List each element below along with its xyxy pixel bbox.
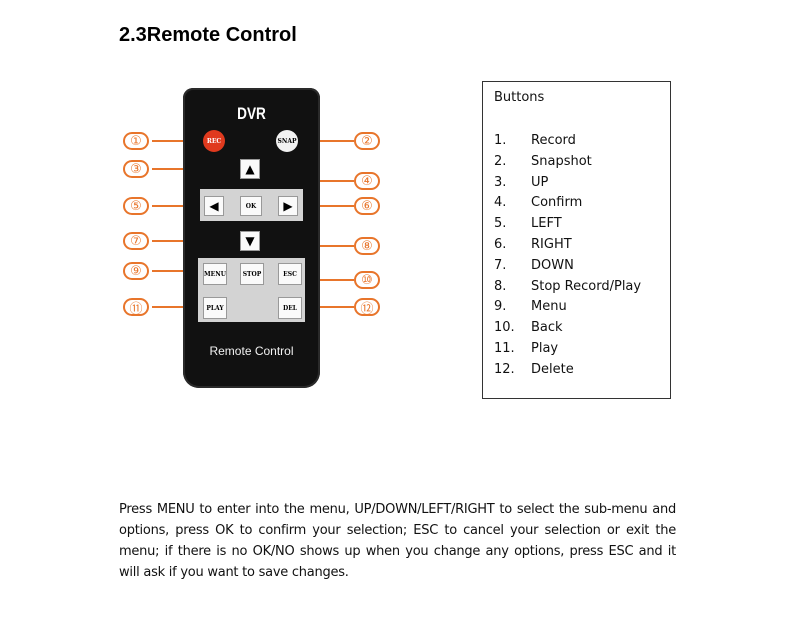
legend-item-label: Stop Record/Play [531,278,642,294]
legend-item-number: 6. [494,236,507,252]
menu-button[interactable]: MENU [203,263,227,285]
legend-item-number: 1. [494,133,507,148]
right-arrow-button[interactable]: ▶ [278,196,298,216]
legend-item-label: Snapshot [531,153,592,169]
legend-item-number: 8. [494,278,507,294]
remote-control-body: DVR REC SNAP ▲ ◀ OK ▶ ▼ MENU STOP ESC PL… [183,88,320,388]
legend-item-label: Record [531,133,576,148]
left-arrow-button[interactable]: ◀ [204,196,224,216]
legend-item-number: 5. [494,216,507,232]
legend-item-number: 9. [494,299,507,315]
callout-2: ② [354,132,380,150]
legend-item: 5. LEFT [494,214,641,235]
up-arrow-button[interactable]: ▲ [240,159,260,179]
legend-item-label: Play [531,340,559,356]
legend-item: 7. DOWN [494,256,641,277]
legend-item-number: 4. [494,195,507,211]
callout-6: ⑥ [354,197,380,215]
legend-item-label: Delete [531,361,574,377]
section-heading: 2.3Remote Control [119,24,297,46]
legend-item-label: Back [531,320,563,336]
callout-11: ⑪ [123,298,149,317]
legend-item-number: 2. [494,153,507,169]
callout-7: ⑦ [123,232,149,250]
left-arrow-icon: ◀ [209,199,219,213]
remote-brand-label: DVR [237,104,266,123]
legend-item: 11. Play [494,339,641,360]
legend-item: 6. RIGHT [494,235,641,256]
snap-button[interactable]: SNAP [276,130,298,152]
callout-1: ① [123,132,149,150]
legend-item-label: RIGHT [531,236,572,252]
legend-item: 1. Record [494,131,641,152]
legend-item-number: 3. [494,174,507,190]
legend-item-label: Menu [531,299,567,315]
legend-list: 1. Record 2. Snapshot 3. UP 4. Confirm 5. LEF… [494,131,641,381]
up-arrow-icon: ▲ [245,162,255,176]
legend-item-number: 11. [494,340,515,356]
legend-item-label: LEFT [531,216,562,232]
down-arrow-icon: ▼ [245,234,255,248]
callout-8: ⑧ [354,237,380,255]
legend-item: 12. Delete [494,360,641,381]
play-button[interactable]: PLAY [203,297,227,319]
del-button[interactable]: DEL [278,297,302,319]
ok-button[interactable]: OK [240,196,262,216]
legend-title: Buttons [494,90,545,105]
right-arrow-icon: ▶ [283,199,293,213]
remote-caption: Remote Control [209,344,294,358]
legend-item-number: 7. [494,257,507,273]
callout-4: ④ [354,172,380,190]
legend-item-label: Confirm [531,195,583,211]
rec-button[interactable]: REC [203,130,225,152]
legend-item: 3. UP [494,173,641,194]
callout-12: ⑫ [354,298,380,317]
down-arrow-button[interactable]: ▼ [240,231,260,251]
esc-button[interactable]: ESC [278,263,302,285]
instructions-paragraph: Press MENU to enter into the menu, UP/DO… [119,502,676,580]
callout-9: ⑨ [123,262,149,280]
legend-item: 10. Back [494,318,641,339]
buttons-legend-box: Buttons 1. Record 2. Snapshot 3. UP 4. Confi… [482,81,671,399]
legend-item: 9. Menu [494,297,641,318]
legend-item: 2. Snapshot [494,152,641,173]
stop-button[interactable]: STOP [240,263,264,285]
callout-5: ⑤ [123,197,149,215]
legend-item: 8. Stop Record/Play [494,277,641,298]
legend-item-number: 12. [494,361,515,377]
callout-3: ③ [123,160,149,178]
legend-item-label: UP [531,174,549,190]
callout-10: ⑩ [354,271,380,289]
legend-item: 4. Confirm [494,193,641,214]
legend-item-number: 10. [494,320,515,336]
legend-item-label: DOWN [531,257,574,273]
remote-diagram: DVR REC SNAP ▲ ◀ OK ▶ ▼ MENU STOP ESC PL… [0,0,480,420]
